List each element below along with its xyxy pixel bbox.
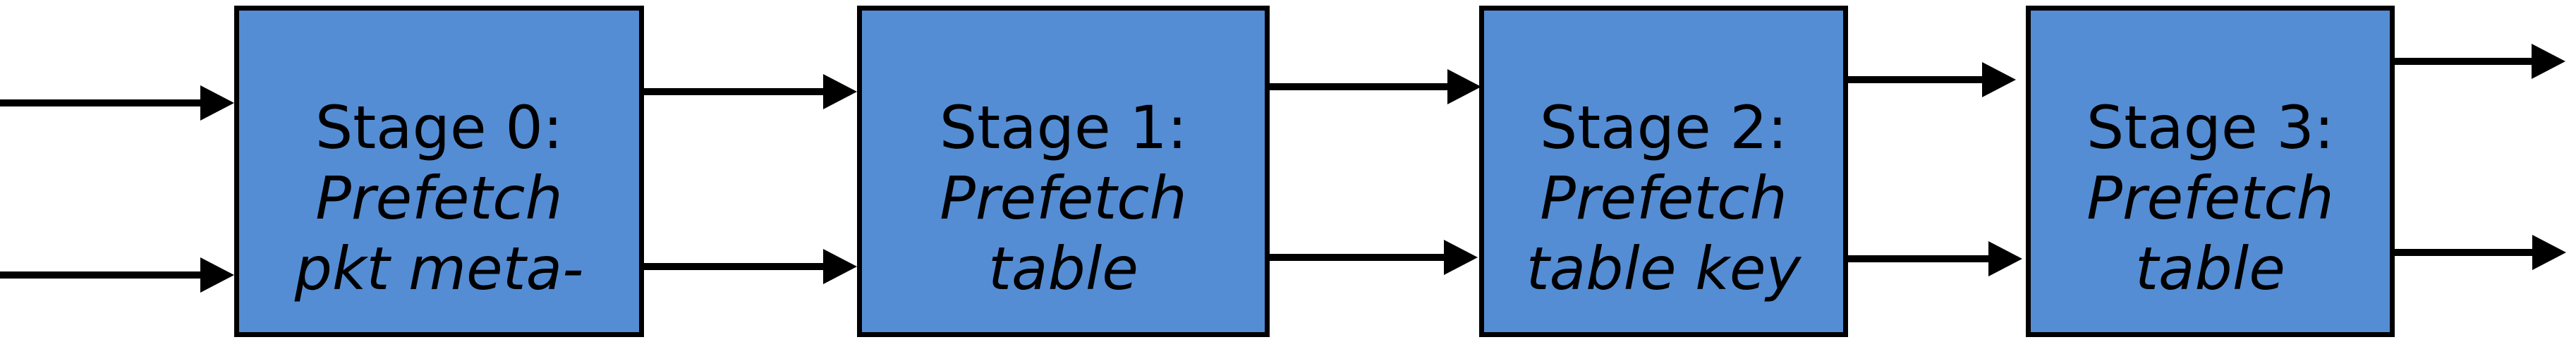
- arrow-shaft: [2395, 58, 2537, 65]
- arrow-stage1-stage2-top: [1270, 69, 1481, 104]
- stage-0-title: Stage 0:: [315, 93, 564, 162]
- stage-0-subtitle-line-2: pkt meta-: [294, 234, 584, 303]
- stage-0-subtitle-line-1: Prefetch: [315, 164, 563, 233]
- arrow-stage0-stage1-top: [644, 74, 857, 109]
- stage-0-box: Stage 0: Prefetch pkt meta-: [234, 6, 644, 337]
- arrowhead-icon: [1982, 62, 2016, 97]
- stage-2-title: Stage 2:: [1539, 93, 1788, 162]
- stage-3-subtitle-line-2: table: [2135, 234, 2285, 303]
- arrow-shaft: [0, 99, 206, 106]
- arrow-stage1-stage2-bottom: [1270, 240, 1478, 275]
- input-arrow-top: [0, 85, 234, 121]
- stage-2-subtitle-line-1: Prefetch: [1540, 164, 1787, 233]
- arrow-shaft: [1848, 76, 1988, 83]
- stage-3-subtitle-line-1: Prefetch: [2086, 164, 2334, 233]
- stage-1-box: Stage 1: Prefetch table: [857, 6, 1270, 337]
- arrow-stage2-stage3-bottom: [1848, 241, 2022, 276]
- arrow-shaft: [1848, 255, 1994, 262]
- arrowhead-icon: [1447, 69, 1481, 104]
- stage-2-box: Stage 2: Prefetch table key: [1479, 6, 1848, 337]
- stage-1-title: Stage 1:: [939, 93, 1188, 162]
- arrow-shaft: [2395, 249, 2538, 256]
- arrowhead-icon: [2532, 44, 2565, 79]
- arrow-shaft: [644, 88, 829, 95]
- arrow-shaft: [644, 263, 829, 270]
- stage-3-box: Stage 3: Prefetch table: [2026, 6, 2395, 337]
- arrowhead-icon: [823, 74, 857, 109]
- arrow-stage2-stage3-top: [1848, 62, 2016, 97]
- stage-1-subtitle-line-2: table: [988, 234, 1138, 303]
- arrowhead-icon: [2532, 235, 2566, 270]
- input-arrow-bottom: [0, 257, 234, 293]
- arrow-shaft: [0, 271, 206, 279]
- output-arrow-bottom: [2395, 235, 2566, 270]
- arrowhead-icon: [1444, 240, 1478, 275]
- arrow-shaft: [1270, 254, 1450, 261]
- arrowhead-icon: [200, 257, 234, 293]
- arrowhead-icon: [823, 249, 857, 284]
- arrow-stage0-stage1-bottom: [644, 249, 857, 284]
- output-arrow-top: [2395, 44, 2565, 79]
- stage-2-subtitle-line-2: table key: [1526, 234, 1802, 303]
- arrowhead-icon: [1988, 241, 2022, 276]
- arrowhead-icon: [200, 85, 234, 121]
- stage-3-title: Stage 3:: [2086, 93, 2335, 162]
- arrow-shaft: [1270, 83, 1453, 90]
- stage-1-subtitle-line-1: Prefetch: [940, 164, 1187, 233]
